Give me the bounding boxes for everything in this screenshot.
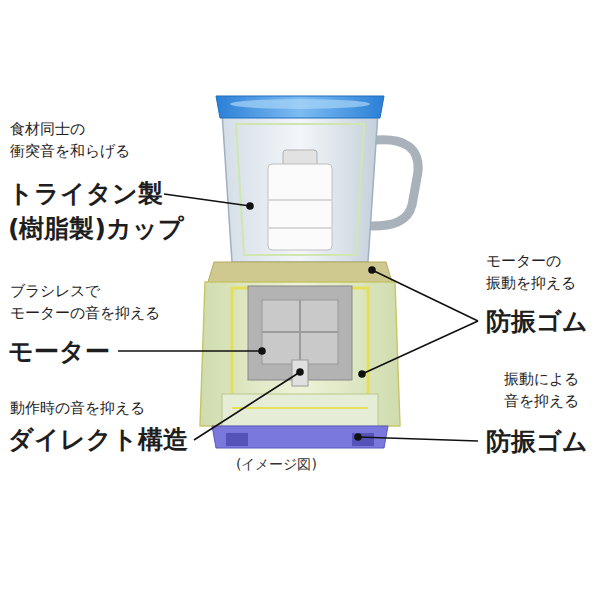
- leader-dot: [359, 371, 365, 377]
- base-body: [200, 282, 400, 426]
- callout-note: ブラシレスで モーターの音を抑える: [10, 280, 162, 324]
- motor-line: [262, 331, 338, 333]
- leader-line: [194, 372, 300, 440]
- motor-inner: [262, 300, 338, 364]
- cup-handle: [372, 140, 418, 226]
- leader-line: [362, 321, 478, 374]
- part-name: 防振ゴム: [486, 304, 588, 339]
- leader-dot: [247, 203, 253, 209]
- blade-line: [268, 199, 332, 201]
- blade-line: [268, 227, 332, 229]
- base-top-band: [208, 262, 392, 282]
- leader-line: [372, 270, 478, 321]
- part-name: トライタン製 (樹脂製)カップ: [8, 176, 186, 246]
- leader-dot: [369, 267, 375, 273]
- lower-line: [232, 407, 368, 409]
- base-bottom: [212, 426, 388, 448]
- leader-line: [164, 194, 250, 206]
- callout-note: 動作時の音を抑える: [10, 397, 145, 419]
- part-name: モーター: [8, 334, 110, 369]
- blade-unit: [268, 164, 332, 250]
- leader-dot: [355, 434, 361, 440]
- cup-body: [222, 112, 378, 262]
- cup-inner-outline: [236, 124, 364, 255]
- cup-rim: [216, 96, 384, 118]
- leader-dot: [259, 348, 265, 354]
- lower-structure: [222, 394, 378, 426]
- callout-note: モーターの 振動を抑える: [486, 250, 578, 294]
- leader-line: [358, 437, 478, 441]
- callout-note: 振動による 音を抑える: [504, 368, 581, 412]
- motor-shaft: [292, 360, 308, 386]
- rim-highlight: [230, 99, 370, 109]
- callout-note: 食材同士の 衝突音を和らげる: [10, 118, 132, 162]
- part-name: ダイレクト構造: [8, 422, 188, 457]
- foot: [352, 433, 374, 446]
- leader-dot: [297, 369, 303, 375]
- part-name: 防振ゴム: [486, 424, 588, 459]
- leader-line: [118, 350, 262, 352]
- foot: [226, 433, 248, 446]
- figure-caption: (イメージ図): [236, 455, 317, 473]
